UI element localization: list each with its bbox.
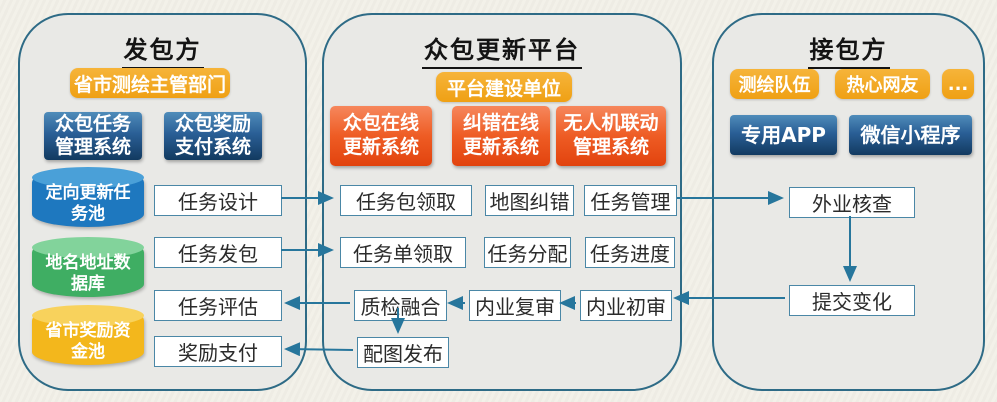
office-review-box: 内业复审	[469, 290, 561, 321]
contractor-panel-title: 接包方	[714, 30, 983, 69]
submit-changes-box: 提交变化	[789, 285, 915, 316]
task-package-claim-box: 任务包领取	[340, 185, 472, 216]
office-initial-review-box: 内业初审	[580, 290, 672, 321]
map-error-correction-box: 地图纠错	[485, 185, 574, 216]
task-progress-box: 任务进度	[585, 237, 675, 268]
issuer-org-badge: 省市测绘主管部门	[70, 68, 230, 98]
platform-panel: 众包更新平台 平台建设单位 众包在线 更新系统 纠错在线 更新系统 无人机联动 …	[322, 13, 682, 391]
directed-update-task-pool-cylinder: 定向更新任 务池	[32, 167, 144, 227]
uav-linkage-system-box: 无人机联动 管理系统	[556, 106, 666, 166]
contractor-panel: 接包方 测绘队伍 热心网友 ... 专用APP 微信小程序 外业核查 提交变化	[712, 13, 985, 391]
quality-check-fusion-box: 质检融合	[354, 290, 447, 321]
task-assignment-box: 任务分配	[484, 237, 571, 268]
cylinder-top	[32, 167, 144, 188]
cylinder-label: 定向更新任 务池	[45, 183, 131, 225]
error-correction-system-box: 纠错在线 更新系统	[452, 106, 550, 166]
issuer-panel-title: 发包方	[20, 30, 305, 69]
task-management-box: 任务管理	[584, 185, 677, 216]
field-verification-box: 外业核查	[789, 187, 915, 218]
cylinder-top	[32, 305, 144, 326]
task-evaluation-box: 任务评估	[154, 290, 282, 321]
map-publish-box: 配图发布	[357, 337, 449, 368]
platform-builder-badge: 平台建设单位	[436, 72, 572, 102]
crowd-online-update-system-box: 众包在线 更新系统	[330, 106, 432, 166]
dedicated-app-box: 专用APP	[730, 115, 837, 155]
reward-payment-system-box: 众包奖励 支付系统	[164, 112, 262, 160]
wechat-miniprogram-box: 微信小程序	[849, 115, 972, 155]
reward-payment-line2: 支付系统	[174, 136, 251, 158]
crowd-task-mgmt-line1: 众包任务	[54, 112, 131, 135]
reward-fund-pool-cylinder: 省市奖励资 金池	[32, 305, 144, 365]
cylinder-top	[32, 237, 144, 258]
reward-payment-box: 奖励支付	[154, 336, 282, 367]
task-issue-box: 任务发包	[154, 237, 282, 268]
task-design-box: 任务设计	[154, 185, 282, 216]
enthusiastic-netizen-badge: 热心网友	[835, 69, 930, 99]
cylinder-label: 省市奖励资 金池	[45, 321, 131, 363]
crowd-task-mgmt-line2: 管理系统	[54, 136, 131, 158]
task-order-claim-box: 任务单领取	[340, 237, 466, 268]
crowd-task-mgmt-system-box: 众包任务 管理系统	[44, 112, 142, 160]
ellipsis-badge: ...	[942, 69, 974, 99]
reward-payment-line1: 众包奖励	[174, 112, 251, 135]
issuer-panel: 发包方 省市测绘主管部门 众包任务 管理系统 众包奖励 支付系统 定向更新任 务…	[18, 13, 307, 391]
placename-address-database-cylinder: 地名地址数 据库	[32, 237, 144, 297]
surveying-team-badge: 测绘队伍	[730, 69, 819, 99]
platform-panel-title: 众包更新平台	[324, 30, 680, 69]
cylinder-label: 地名地址数 据库	[45, 253, 131, 295]
